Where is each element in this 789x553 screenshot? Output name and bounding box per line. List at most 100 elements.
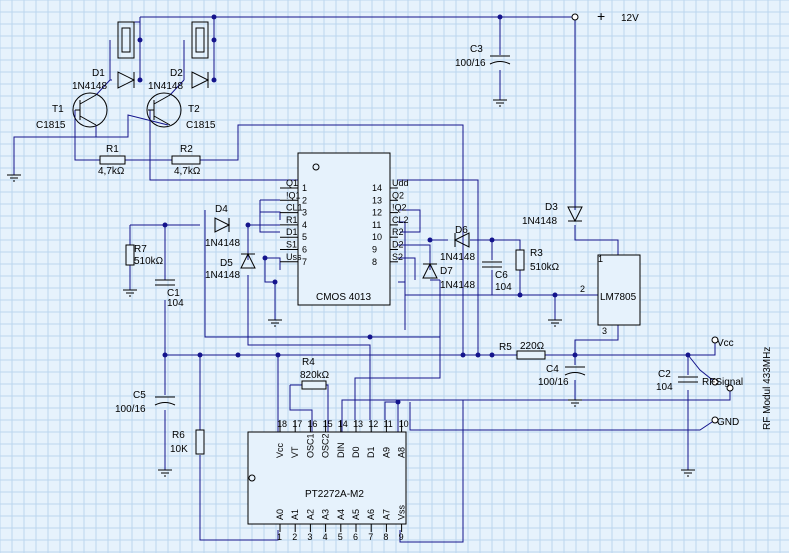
pt2272-pin-name: A9	[381, 447, 391, 458]
r6-value: 10K	[170, 444, 188, 455]
wire-cl2	[398, 244, 431, 270]
pt2272-pin-name: D0	[351, 446, 361, 458]
c4-value: 100/16	[538, 377, 569, 388]
pt2272-pin-number: 2	[292, 532, 297, 542]
pt2272-pin-name: Vss	[397, 504, 407, 520]
pt2272-pin-number: 4	[323, 532, 328, 542]
c6-value: 104	[495, 282, 512, 293]
d5-part: 1N4148	[205, 270, 240, 281]
cmos4013-pin-number: 7	[302, 257, 307, 267]
wire-r1pin	[259, 200, 280, 233]
cmos4013-pin-name: S2	[392, 252, 403, 262]
pt2272-pin-number: 6	[353, 532, 358, 542]
diode-d7: D7 1N4148	[422, 262, 475, 291]
wire-din-rf	[341, 388, 731, 432]
cmos4013-pin-number: 5	[302, 232, 307, 242]
r5-ref: R5	[499, 342, 512, 353]
wire-s2-gnd	[398, 281, 590, 296]
resistor-r2: R2 4,7kΩ	[171, 144, 201, 177]
d6-part: 1N4148	[440, 252, 475, 263]
cmos4013-pin-name: Uss	[286, 252, 302, 262]
cmos4013-pin-number: 2	[302, 195, 307, 205]
wire-t1-emitter-gnd	[13, 125, 97, 175]
d4-ref: D4	[215, 204, 228, 215]
resistor-r4: R4 820kΩ	[300, 357, 330, 390]
rf-gnd-label: GND	[717, 417, 739, 428]
cmos4013-pin-number: 10	[372, 232, 382, 242]
rf-signal-label: RFSignal	[702, 377, 743, 388]
cmos4013-pin-name: !Q2	[392, 203, 407, 213]
wire-d6-r3	[470, 239, 521, 250]
cmos4013-pin-name: R2	[392, 227, 404, 237]
pt2272-pin-number: 3	[307, 532, 312, 542]
regulator-pin1: 1	[598, 254, 603, 264]
c5-value: 100/16	[115, 404, 146, 415]
pt2272-pin-name: A3	[321, 509, 331, 520]
wire-d2pin	[398, 257, 416, 280]
pt2272-pin-name: OSC2	[321, 433, 331, 458]
cmos4013-pin-number: 1	[302, 183, 307, 193]
capacitor-c3: C3 100/16	[455, 44, 511, 69]
rf-module-title: RF Modul 433MHz	[762, 347, 773, 430]
d5-ref: D5	[220, 258, 233, 269]
t2-ref: T2	[188, 104, 200, 115]
pt2272-pin-number: 16	[307, 419, 317, 429]
pt2272-pin-number: 17	[292, 419, 302, 429]
wire-rf-signal	[687, 354, 716, 383]
c5-ref: C5	[133, 390, 146, 401]
cmos4013-pin-name: Q2	[392, 190, 404, 200]
wire-reg-out	[574, 325, 619, 355]
cmos4013-pin-number: 14	[372, 183, 382, 193]
regulator-pin3: 3	[602, 326, 607, 336]
pt2272-pin-number: 10	[399, 419, 409, 429]
r6-ref: R6	[172, 430, 185, 441]
c6-ref: C6	[495, 270, 508, 281]
pt2272-pin-name: OSC1	[305, 433, 315, 458]
d2-part: 1N4148	[148, 81, 183, 92]
cmos4013-pin-number: 12	[372, 208, 382, 218]
cmos4013-pin-name: !Q1	[286, 190, 301, 200]
cmos4013-pin-number: 11	[372, 220, 381, 230]
supply-label: 12V	[621, 13, 639, 24]
wire-d5-bottom	[247, 275, 371, 420]
cmos4013-pin-name: CL1	[286, 203, 303, 213]
rf-vcc-label: Vcc	[717, 338, 734, 349]
r1-ref: R1	[106, 144, 119, 155]
pt2272-pin-name: D1	[366, 446, 376, 458]
d1-ref: D1	[92, 68, 105, 79]
d4-part: 1N4148	[205, 238, 240, 249]
pt2272-pin-name: VT	[290, 446, 300, 458]
cmos4013-pin-number: 6	[302, 245, 307, 255]
r1-value: 4,7kΩ	[98, 166, 125, 177]
pt2272-pin-number: 8	[383, 532, 388, 542]
resistor-r3: R3 510kΩ	[515, 248, 560, 273]
pt2272-top-pins: 18Vcc17VT16OSC115OSC214DIN13D012D111A910…	[275, 419, 409, 458]
resistor-r7: R7 510kΩ	[125, 244, 164, 267]
wire-d7-to-d0	[354, 280, 441, 420]
capacitor-c5: C5 100/16	[115, 390, 176, 415]
wire-r6-a0	[199, 455, 279, 541]
r4-ref: R4	[302, 357, 315, 368]
wire-d3-reg	[574, 225, 619, 255]
pt2272-pin-number: 14	[338, 419, 348, 429]
cmos4013-name: CMOS 4013	[316, 292, 371, 303]
wire-rf-gnd	[409, 402, 716, 431]
pt2272-pin-number: 9	[399, 532, 404, 542]
wire-cl1	[260, 211, 281, 220]
pt2272-pin-number: 13	[353, 419, 363, 429]
c1-value: 104	[167, 298, 184, 309]
ground-symbols	[7, 99, 695, 477]
cmos4013-pin-number: 3	[302, 208, 307, 218]
wire-s1	[264, 258, 275, 283]
pt2272-pin-name: A7	[381, 509, 391, 520]
wires	[13, 16, 731, 543]
wire-t2-collector	[169, 79, 185, 96]
t2-part: C1815	[186, 120, 216, 131]
r4-value: 820kΩ	[300, 370, 330, 381]
d2-ref: D2	[170, 68, 183, 79]
junctions	[137, 14, 691, 405]
regulator-pin2: 2	[580, 284, 585, 294]
wire-osc1	[289, 385, 313, 432]
wire-q2-loop	[398, 209, 421, 233]
